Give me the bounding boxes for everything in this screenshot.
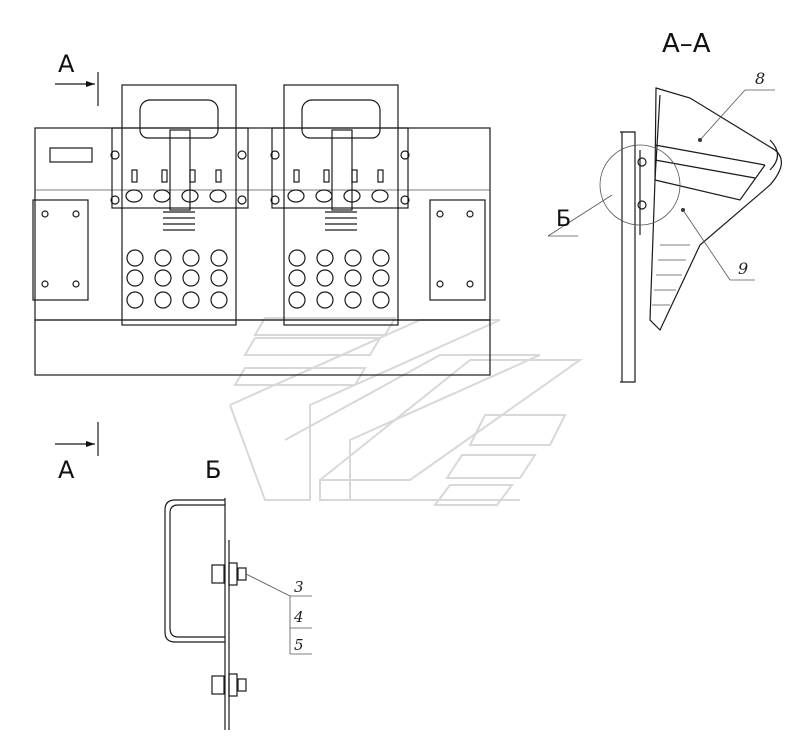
watermark-logo [229, 317, 584, 506]
section-aa-view [599, 87, 782, 383]
callout-9: 9 [738, 259, 748, 278]
detail-b-callout: Б [556, 207, 571, 232]
callout-5: 5 [294, 636, 304, 654]
callout-4: 4 [293, 608, 304, 626]
detail-b-view [164, 498, 247, 730]
section-marker-top [55, 72, 99, 106]
main-view [32, 84, 491, 376]
pedal-left [110, 84, 249, 326]
view-aa-title: A–A [662, 29, 711, 59]
callout-3: 3 [294, 578, 304, 596]
section-label-a-bottom: A [58, 456, 75, 484]
section-marker-bottom [55, 422, 99, 456]
pedal-right [270, 84, 410, 326]
callout-8: 8 [755, 69, 765, 88]
section-label-a-top: A [58, 50, 75, 78]
detail-b-title: Б [205, 456, 221, 484]
nameplate [49, 147, 93, 163]
